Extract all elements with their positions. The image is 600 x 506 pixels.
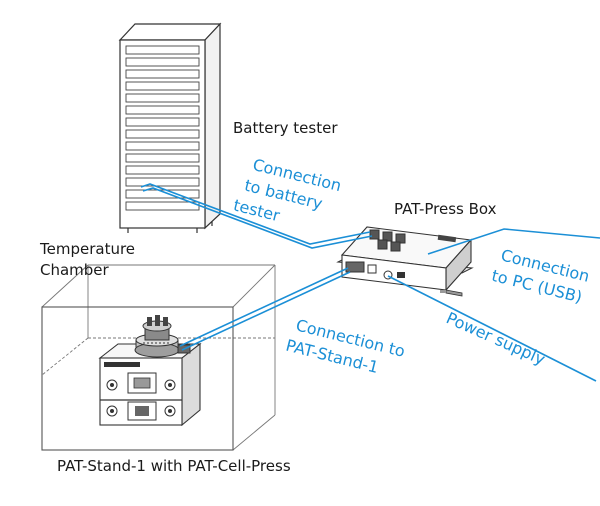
cable-power: [387, 275, 597, 382]
rack-slot: [125, 165, 200, 175]
temperature-chamber-label-line1: Temperature: [39, 240, 135, 258]
temperature-chamber-icon: [41, 264, 276, 451]
rack-slot: [125, 93, 200, 103]
pat-stand-icon: [98, 315, 202, 427]
temperature-chamber-label-line2: Chamber: [40, 261, 110, 279]
pat-stand-label: PAT-Stand-1 with PAT-Cell-Press: [57, 457, 291, 475]
rack-slot: [125, 129, 200, 139]
pat-press-box-label: PAT-Press Box: [394, 200, 497, 218]
rack-slot: [125, 141, 200, 151]
pat-press-box-icon: [336, 226, 474, 297]
rack-slot: [125, 57, 200, 67]
battery-tester-label: Battery tester: [233, 119, 338, 137]
rack-slot: [125, 201, 200, 211]
battery-tester-icon: [118, 22, 222, 233]
rack-slot: [125, 45, 200, 55]
rack-slot: [125, 177, 200, 187]
rack-slot: [125, 105, 200, 115]
cable-pc-usb: [427, 228, 600, 255]
rack-slot: [125, 81, 200, 91]
rack-slot: [125, 69, 200, 79]
rack-slot: [125, 117, 200, 127]
power-supply-label: Power supply: [443, 308, 548, 369]
rack-slot: [125, 153, 200, 163]
rack-slot: [125, 189, 200, 199]
cable-battery-tester: [140, 183, 373, 249]
cable-pat-stand: [179, 267, 351, 351]
